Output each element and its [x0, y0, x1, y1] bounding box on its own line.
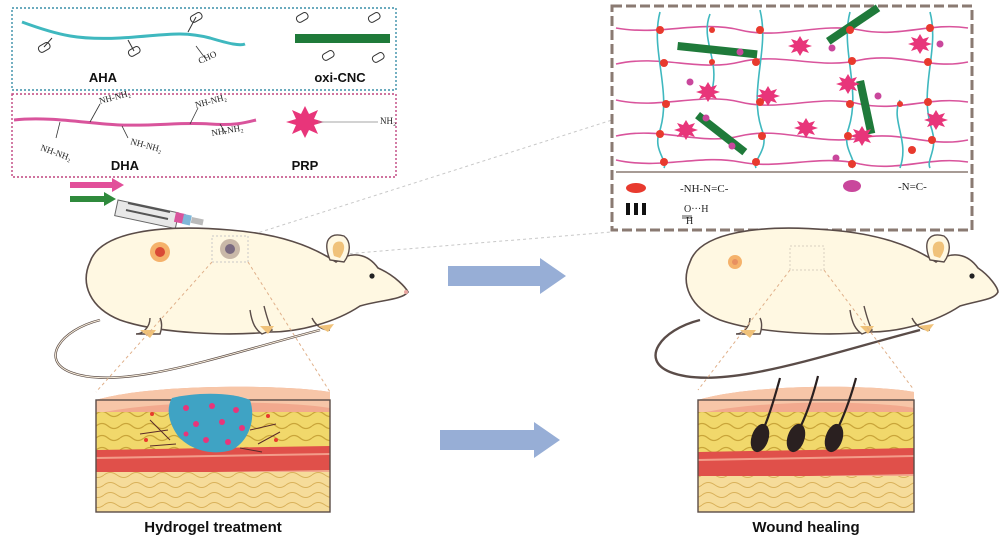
legend-imine-swatch — [843, 180, 861, 192]
legend-hbond-h: H — [686, 216, 693, 227]
legend-hydrazone-swatch — [626, 183, 646, 193]
aha-cnc-panel: CHO AHA oxi-CNC — [11, 7, 397, 91]
imine-crosslinks — [686, 40, 944, 162]
process-arrow-bottom — [440, 422, 560, 458]
legend-hbond-label: O···H — [684, 204, 708, 215]
process-arrow-top — [448, 258, 566, 294]
rat-healed — [654, 227, 999, 379]
skin-section-healed — [697, 375, 915, 513]
aha-label: AHA — [89, 70, 118, 85]
legend-hbond-swatch — [626, 203, 646, 215]
aha-capsules — [37, 11, 203, 57]
aha-chain — [21, 20, 246, 47]
hydrogel-network-panel: -NH-N=C- -N=C- O···H H — [610, 4, 974, 232]
oxi-cnc-label: oxi-CNC — [314, 70, 366, 85]
dha-chain — [13, 117, 257, 127]
oxi-cnc-rod — [295, 34, 390, 43]
input-arrows — [70, 178, 124, 206]
prp-star — [286, 106, 324, 138]
caption-right: Wound healing — [752, 519, 859, 536]
hair-follicles — [750, 375, 858, 453]
dha-prp-panel: NH-NH₂ NH-NH₂ NH-NH₂ NH-NH₂ NH-NH₂ DHA N… — [11, 88, 397, 178]
skin-section-wound — [95, 386, 331, 513]
syringe — [114, 199, 204, 230]
prp-stars — [674, 34, 948, 146]
prp-label: PRP — [292, 158, 319, 173]
nh2-label: NH₂ — [380, 116, 396, 126]
legend-imine-label: -N=C- — [898, 181, 927, 193]
legend-hydrazone-label: -NH-N=C- — [680, 183, 729, 195]
hydrogel-fill — [168, 393, 253, 453]
legend: -NH-N=C- -N=C- O···H H — [626, 180, 927, 227]
dha-label: DHA — [111, 158, 140, 173]
hydrazone-crosslinks — [656, 24, 936, 168]
caption-left: Hydrogel treatment — [144, 519, 282, 536]
rat-treated — [54, 227, 409, 379]
